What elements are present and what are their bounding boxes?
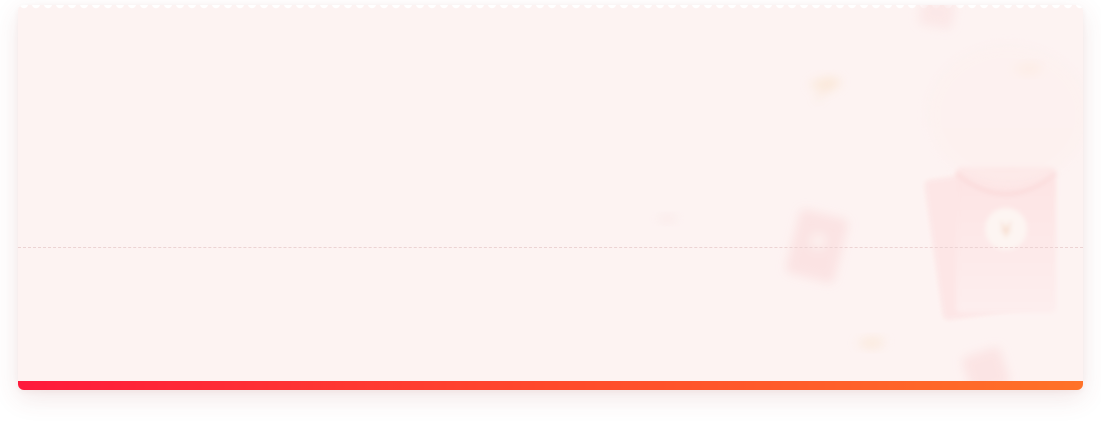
leaf-icon (656, 214, 678, 224)
svg-text:¥: ¥ (1000, 218, 1013, 242)
coupon-card-body (18, 5, 1083, 390)
leaf-icon (808, 76, 842, 102)
leaf-icon (856, 336, 886, 350)
coupon-card: ¥ (18, 5, 1083, 390)
bottom-accent-bar (18, 381, 1083, 390)
yuan-coin-icon: ¥ (985, 208, 1027, 250)
perforation-divider (18, 247, 1083, 248)
small-envelope-icon (918, 5, 956, 29)
decorative-background: ¥ (656, 5, 1083, 390)
small-envelope-icon (785, 208, 849, 284)
scalloped-top-edge (18, 5, 1083, 12)
